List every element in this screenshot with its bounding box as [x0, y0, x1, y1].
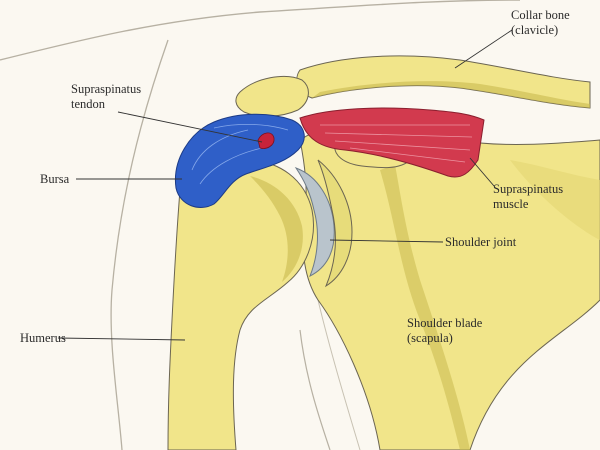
leader-supraspinatus-muscle: [469, 157, 495, 187]
label-supraspinatus-muscle-line1: Supraspinatus: [493, 182, 564, 196]
label-collar-bone-line1: Collar bone: [511, 8, 570, 22]
label-shoulder-blade: Shoulder blade (scapula): [407, 316, 482, 346]
label-supraspinatus-tendon: Supraspinatus tendon: [71, 82, 141, 112]
label-bursa: Bursa: [40, 172, 70, 186]
label-supraspinatus-tendon-line1: Supraspinatus: [71, 82, 142, 96]
label-collar-bone: Collar bone (clavicle): [511, 8, 570, 38]
clavicle-shade: [312, 81, 590, 108]
label-supraspinatus-tendon-line2: tendon: [71, 97, 106, 111]
glenoid: [317, 159, 353, 288]
bursa-highlights: [191, 123, 289, 185]
label-supraspinatus-muscle-line2: muscle: [493, 197, 529, 211]
inner-arm-outline: [299, 329, 331, 450]
body-outline: [0, 0, 521, 61]
leader-humerus: [57, 337, 186, 341]
scapula-shading: [380, 165, 470, 450]
scapula-shading-2: [510, 160, 600, 240]
leader-shoulder-joint: [329, 239, 444, 243]
label-humerus: Humerus: [20, 331, 66, 345]
joint-cartilage: [294, 167, 335, 278]
inner-arm-outline-2: [317, 299, 361, 450]
arm-outline: [110, 39, 169, 450]
leader-collar-bone: [454, 29, 513, 69]
label-collar-bone-line2: (clavicle): [511, 23, 559, 37]
muscle-fibers: [320, 124, 473, 163]
acromion: [235, 75, 309, 117]
supraspinatus-tendon: [257, 132, 275, 149]
humerus-shade: [250, 176, 303, 282]
label-supraspinatus-muscle: Supraspinatus muscle: [493, 182, 563, 212]
leader-lines: [57, 29, 513, 341]
leader-supraspinatus-tendon: [117, 111, 263, 143]
label-shoulder-blade-line1: Shoulder blade: [407, 316, 483, 330]
label-shoulder-blade-line2: (scapula): [407, 331, 453, 345]
label-shoulder-joint: Shoulder joint: [445, 235, 517, 249]
